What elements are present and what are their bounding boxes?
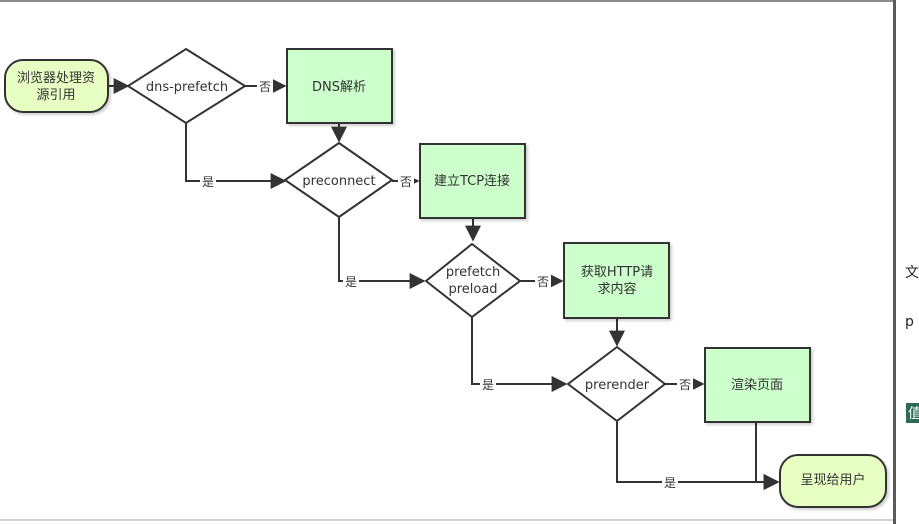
process-dns-resolve: DNS解析 bbox=[286, 48, 393, 124]
process-render-page: 渲染页面 bbox=[704, 347, 811, 423]
top-border bbox=[0, 0, 919, 2]
process-http-fetch: 获取HTTP请 求内容 bbox=[563, 242, 670, 319]
process-render-page-label: 渲染页面 bbox=[731, 378, 783, 393]
label-preconnect-no: 否 bbox=[400, 175, 412, 189]
decision-preconnect: preconnect bbox=[283, 141, 394, 219]
edge-dns-prefetch-yes bbox=[185, 123, 287, 189]
label-prefetch-no: 否 bbox=[537, 275, 549, 289]
label-dns-prefetch-yes: 是 bbox=[202, 175, 214, 189]
strip-fragment-2: p bbox=[905, 314, 914, 330]
label-prerender-no: 否 bbox=[679, 378, 691, 392]
edge-prerender-yes bbox=[616, 421, 780, 490]
process-tcp-connect: 建立TCP连接 bbox=[419, 143, 526, 219]
decision-prerender: prerender bbox=[566, 345, 667, 423]
strip-fragment-1: 文 bbox=[905, 265, 919, 281]
process-http-fetch-line-2: 求内容 bbox=[597, 281, 636, 297]
background-page-strip: 文 p 值 bbox=[896, 0, 919, 524]
decision-dns-prefetch-label: dns-prefetch bbox=[146, 80, 228, 95]
decision-prerender-label: prerender bbox=[585, 378, 650, 393]
label-prerender-yes: 是 bbox=[664, 476, 676, 490]
node-start: 浏览器处理资 源引用 bbox=[4, 59, 109, 113]
decision-dns-prefetch: dns-prefetch bbox=[126, 47, 247, 125]
decision-prefetch-preload: prefetch preload bbox=[424, 242, 522, 319]
edge-preconnect-yes bbox=[338, 217, 426, 289]
label-preconnect-yes: 是 bbox=[345, 275, 357, 289]
panel-divider bbox=[893, 0, 896, 524]
process-http-fetch-line-1: 获取HTTP请 bbox=[581, 265, 653, 280]
decision-preconnect-label: preconnect bbox=[302, 174, 375, 189]
node-start-line-1: 浏览器处理资 bbox=[17, 70, 95, 86]
edge-render-to-present bbox=[755, 422, 780, 490]
label-dns-prefetch-no: 否 bbox=[259, 80, 271, 94]
flowchart-diagram: 否 是 否 是 否 是 否 是 浏览器处理资 源引用 dns-pr bbox=[4, 47, 887, 508]
strip-fragment-3: 值 bbox=[906, 403, 919, 423]
edge-labels: 否 是 否 是 否 是 否 是 bbox=[200, 78, 693, 490]
node-start-line-2: 源引用 bbox=[36, 88, 75, 103]
node-present: 呈现给用户 bbox=[779, 454, 887, 508]
node-present-label: 呈现给用户 bbox=[800, 472, 865, 488]
edge-prefetch-yes bbox=[471, 317, 568, 392]
process-dns-resolve-label: DNS解析 bbox=[312, 80, 366, 95]
bottom-border bbox=[0, 519, 919, 521]
decision-prefetch-line-1: prefetch bbox=[446, 265, 500, 280]
decision-prefetch-line-2: preload bbox=[448, 282, 497, 297]
process-tcp-connect-label: 建立TCP连接 bbox=[434, 173, 510, 189]
label-prefetch-yes: 是 bbox=[482, 378, 494, 392]
